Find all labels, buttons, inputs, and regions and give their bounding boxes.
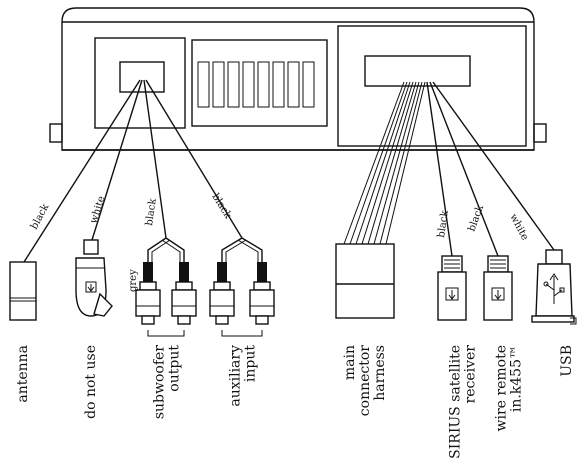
auxiliary-rca-left <box>209 262 235 325</box>
do-not-use-connector <box>75 239 113 317</box>
connector-label-usb: USB <box>559 345 575 377</box>
antenna-connector <box>9 261 37 321</box>
wire-label-usb: white <box>507 212 530 242</box>
connector-labels: antenna do not use subwooferoutput auxiliar… <box>15 345 575 459</box>
usb-clip <box>570 317 577 325</box>
wire-remote-connector <box>483 255 513 321</box>
connector-label-antenna: antenna <box>15 345 31 403</box>
usb-connector <box>531 249 575 323</box>
control-unit <box>49 7 547 151</box>
connector-label-subwoofer-output: subwooferoutput <box>152 345 183 420</box>
connector-label-auxiliary-input: auxiliaryinput <box>228 345 259 407</box>
right-wires <box>343 81 555 257</box>
wire-label-grey: grey <box>128 269 139 292</box>
connector-label-wire-remote: wire remotein.k455™ <box>494 345 525 431</box>
left-port-panel <box>94 37 186 129</box>
sirius-connector <box>437 255 467 321</box>
wire-label-auxiliary: black <box>209 192 233 222</box>
wire-label-do-not-use: white <box>88 195 107 225</box>
harness-connector <box>335 243 395 319</box>
connector-label-main-connector-harness: mainconnectorharness <box>342 345 388 416</box>
heat-sink <box>191 39 328 127</box>
subwoofer-rca-left <box>135 262 161 325</box>
connector-label-do-not-use: do not use <box>83 345 99 419</box>
wire-label-antenna: black <box>29 201 52 231</box>
wire-label-sirius: black <box>436 209 451 238</box>
wire-label-subwoofer: black <box>144 197 159 226</box>
subwoofer-rca-right <box>171 262 197 325</box>
connector-label-sirius-receiver: SIRIUS satellitereceiver <box>448 345 479 459</box>
subwoofer-bracket <box>147 330 185 337</box>
left-wires <box>23 79 263 263</box>
auxiliary-bracket <box>221 330 263 337</box>
auxiliary-rca-right <box>249 262 275 325</box>
